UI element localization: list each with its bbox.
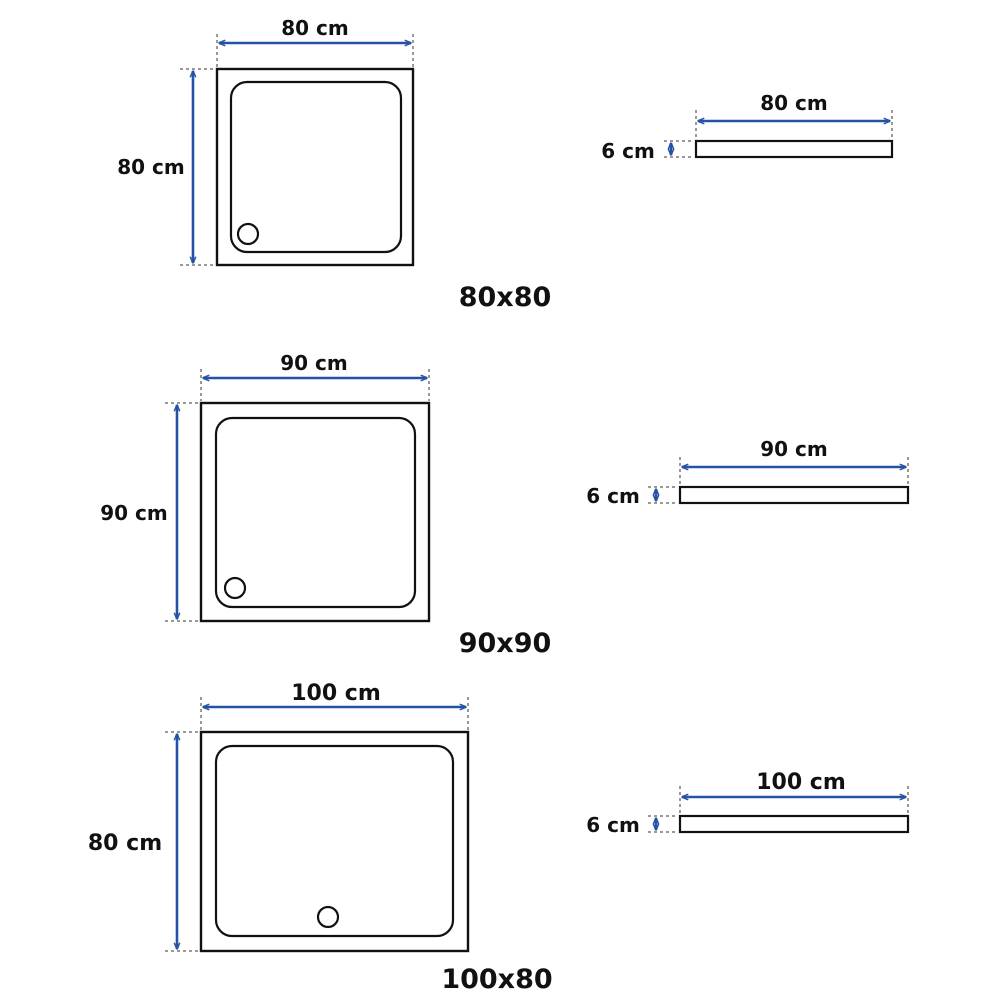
depth-label: 90 cm [100,501,168,525]
width-label: 90 cm [280,351,348,375]
drain-icon [316,905,340,929]
width-dimension-90x90: 90 cm [200,351,430,401]
drain-icon [236,222,260,246]
variant-80x80: 80 cm 80 cm 80 cm 6 cm 80x80 [117,16,894,313]
tray-top-view-90x90 [199,401,431,623]
tray-top-view-80x80 [215,67,415,267]
profile-view-80x80: 80 cm 6 cm [601,91,894,163]
model-label: 90x90 [459,628,552,659]
profile-view-90x90: 90 cm 6 cm [586,437,910,508]
drain-icon [223,576,247,600]
depth-dimension-100x80: 80 cm [88,731,199,952]
profile-width-label: 90 cm [760,437,828,461]
width-label: 80 cm [281,16,349,40]
depth-label: 80 cm [88,831,162,856]
width-dimension-100x80: 100 cm [200,681,469,730]
depth-dimension-90x90: 90 cm [100,402,199,622]
profile-width-label: 80 cm [760,91,828,115]
depth-label: 80 cm [117,155,185,179]
width-dimension-80x80: 80 cm [216,16,414,67]
model-label: 100x80 [441,964,552,995]
model-label: 80x80 [459,282,552,313]
profile-view-100x80: 100 cm 6 cm [586,770,910,837]
profile-width-label: 100 cm [756,770,846,795]
tray-top-view-100x80 [199,730,470,953]
depth-dimension-80x80: 80 cm [117,68,215,266]
height-label: 6 cm [601,139,655,163]
width-label: 100 cm [291,681,381,706]
height-label: 6 cm [586,813,640,837]
height-label: 6 cm [586,484,640,508]
variant-100x80: 100 cm 80 cm 100 cm 6 cm 100x80 [88,681,910,995]
variant-90x90: 90 cm 90 cm 90 cm 6 cm 90x90 [100,351,910,659]
